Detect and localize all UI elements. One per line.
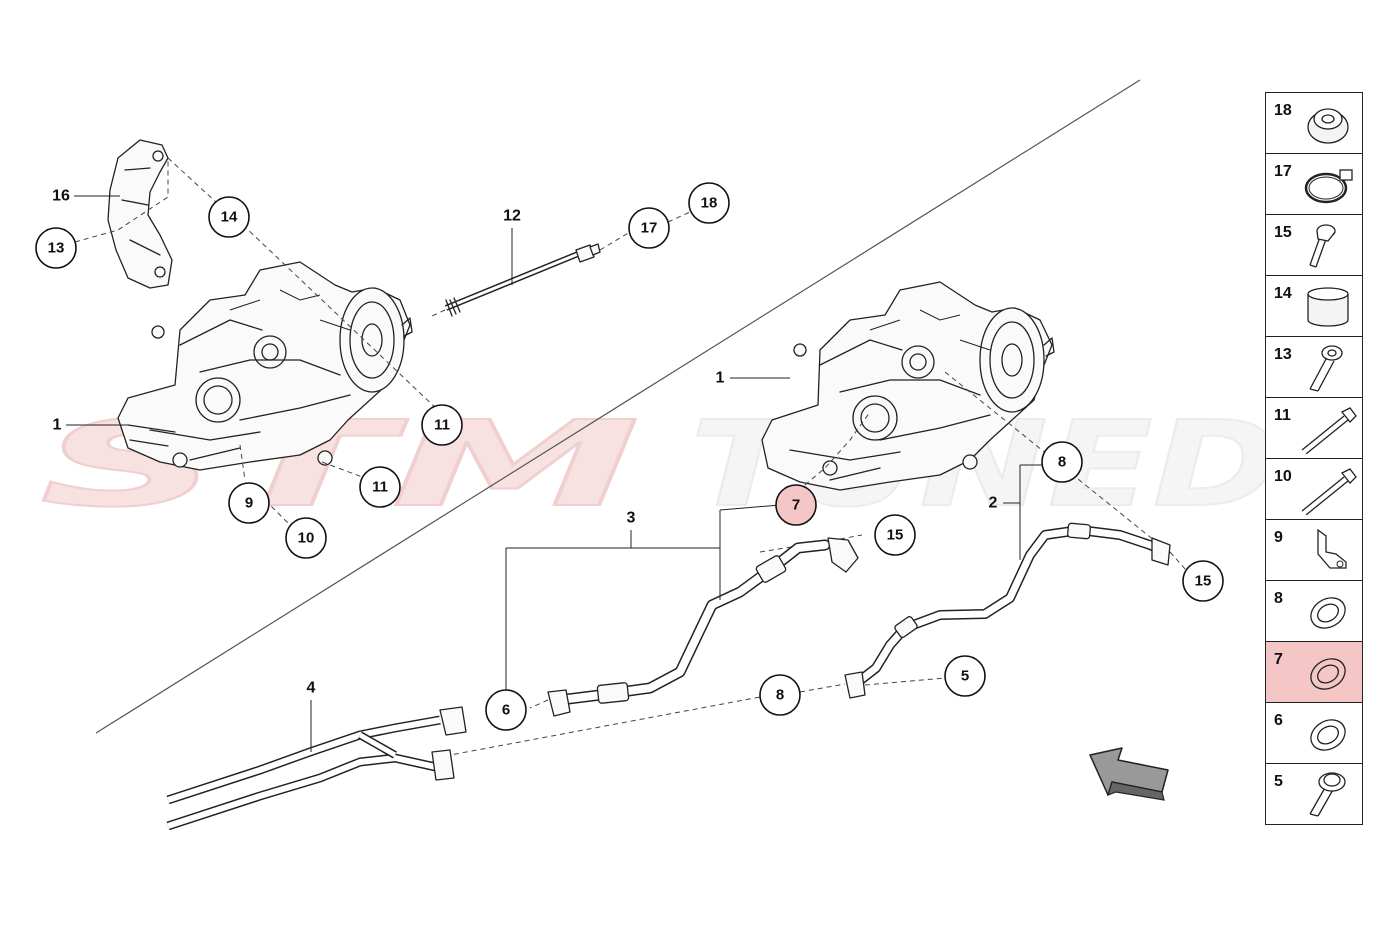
- legend-row-10[interactable]: 10: [1266, 459, 1362, 520]
- pipe-4[interactable]: [166, 706, 467, 831]
- legend-row-15[interactable]: 15: [1266, 215, 1362, 276]
- svg-text:15: 15: [1195, 573, 1212, 590]
- sleeve-icon: [1307, 287, 1349, 327]
- label-3: 3: [627, 510, 636, 527]
- legend-row-13[interactable]: 13: [1266, 337, 1362, 398]
- svg-text:9: 9: [245, 495, 253, 512]
- svg-text:6: 6: [502, 702, 510, 719]
- hose-3[interactable]: [547, 537, 859, 717]
- callout-11-lower[interactable]: 11: [359, 466, 401, 508]
- label-leaders: [66, 195, 1048, 752]
- legend-row-18[interactable]: 18: [1266, 93, 1362, 154]
- grommet-icon: [1307, 108, 1349, 144]
- label-12: 12: [503, 208, 521, 225]
- svg-text:5: 5: [961, 668, 969, 685]
- svg-text:15: 15: [887, 527, 904, 544]
- legend-number: 9: [1274, 529, 1283, 546]
- legend-row-8[interactable]: 8: [1266, 581, 1362, 642]
- svg-text:8: 8: [1058, 454, 1066, 471]
- parts-legend: 18 17 15 14 13: [1265, 92, 1363, 825]
- hose-clamp-icon: [1304, 169, 1353, 204]
- legend-number: 15: [1274, 224, 1292, 241]
- svg-text:13: 13: [48, 240, 65, 257]
- socket-bolt-icon: [1309, 345, 1343, 392]
- long-bolt-icon: [1301, 468, 1357, 515]
- seal-ring-icon: [1310, 597, 1346, 629]
- callout-11-upper[interactable]: 11: [421, 404, 463, 446]
- legend-row-7-highlighted[interactable]: 7: [1266, 642, 1362, 703]
- seal-ring-icon: [1310, 658, 1346, 690]
- svg-text:7: 7: [792, 497, 800, 514]
- callout-10[interactable]: 10: [285, 517, 327, 559]
- legend-number: 8: [1274, 590, 1283, 607]
- separator-line: [95, 79, 1141, 734]
- svg-text:11: 11: [372, 479, 388, 496]
- legend-number: 18: [1274, 102, 1292, 119]
- legend-row-9[interactable]: 9: [1266, 520, 1362, 581]
- callout-13[interactable]: 13: [35, 227, 77, 269]
- legend-number: 5: [1274, 773, 1283, 790]
- callout-15-middle[interactable]: 15: [874, 514, 916, 556]
- legend-number: 6: [1274, 712, 1283, 729]
- callout-8-lower[interactable]: 8: [759, 674, 801, 716]
- label-1-right: 1: [716, 370, 725, 387]
- callout-8-upper[interactable]: 8: [1041, 441, 1083, 483]
- bracket-icon: [1317, 528, 1347, 569]
- svg-text:18: 18: [701, 195, 718, 212]
- pipe-12[interactable]: [444, 243, 601, 317]
- label-1-left: 1: [53, 417, 62, 434]
- legend-row-11[interactable]: 11: [1266, 398, 1362, 459]
- legend-row-17[interactable]: 17: [1266, 154, 1362, 215]
- legend-row-5[interactable]: 5: [1266, 764, 1362, 824]
- svg-text:14: 14: [221, 209, 238, 226]
- flange-bolt-icon: [1309, 772, 1346, 817]
- svg-text:11: 11: [434, 417, 450, 434]
- hose-2[interactable]: [844, 522, 1171, 699]
- svg-text:8: 8: [776, 687, 784, 704]
- callout-9[interactable]: 9: [228, 482, 270, 524]
- left-leader-lines: [74, 157, 691, 526]
- callout-18[interactable]: 18: [688, 182, 730, 224]
- label-4: 4: [307, 680, 316, 697]
- long-bolt-icon: [1301, 407, 1357, 454]
- legend-row-6[interactable]: 6: [1266, 703, 1362, 764]
- svg-text:17: 17: [641, 220, 658, 237]
- callout-5[interactable]: 5: [944, 655, 986, 697]
- legend-number: 13: [1274, 346, 1292, 363]
- label-2: 2: [989, 495, 998, 512]
- legend-number: 17: [1274, 163, 1292, 180]
- bolt-short-icon: [1309, 224, 1336, 268]
- legend-row-14[interactable]: 14: [1266, 276, 1362, 337]
- seal-ring-icon: [1310, 719, 1346, 751]
- callout-17[interactable]: 17: [628, 207, 670, 249]
- callout-7-highlighted[interactable]: 7: [775, 484, 817, 526]
- svg-text:10: 10: [298, 530, 315, 547]
- bracket-16[interactable]: [107, 139, 173, 289]
- legend-number: 10: [1274, 468, 1292, 485]
- legend-number: 7: [1274, 651, 1283, 668]
- legend-number: 11: [1274, 407, 1291, 424]
- orientation-arrow-icon: [1089, 747, 1169, 801]
- label-16: 16: [52, 188, 70, 205]
- legend-number: 14: [1274, 285, 1292, 302]
- callout-6[interactable]: 6: [485, 689, 527, 731]
- compressor-right[interactable]: [761, 281, 1055, 491]
- callout-14[interactable]: 14: [208, 196, 250, 238]
- callout-15-right[interactable]: 15: [1182, 560, 1224, 602]
